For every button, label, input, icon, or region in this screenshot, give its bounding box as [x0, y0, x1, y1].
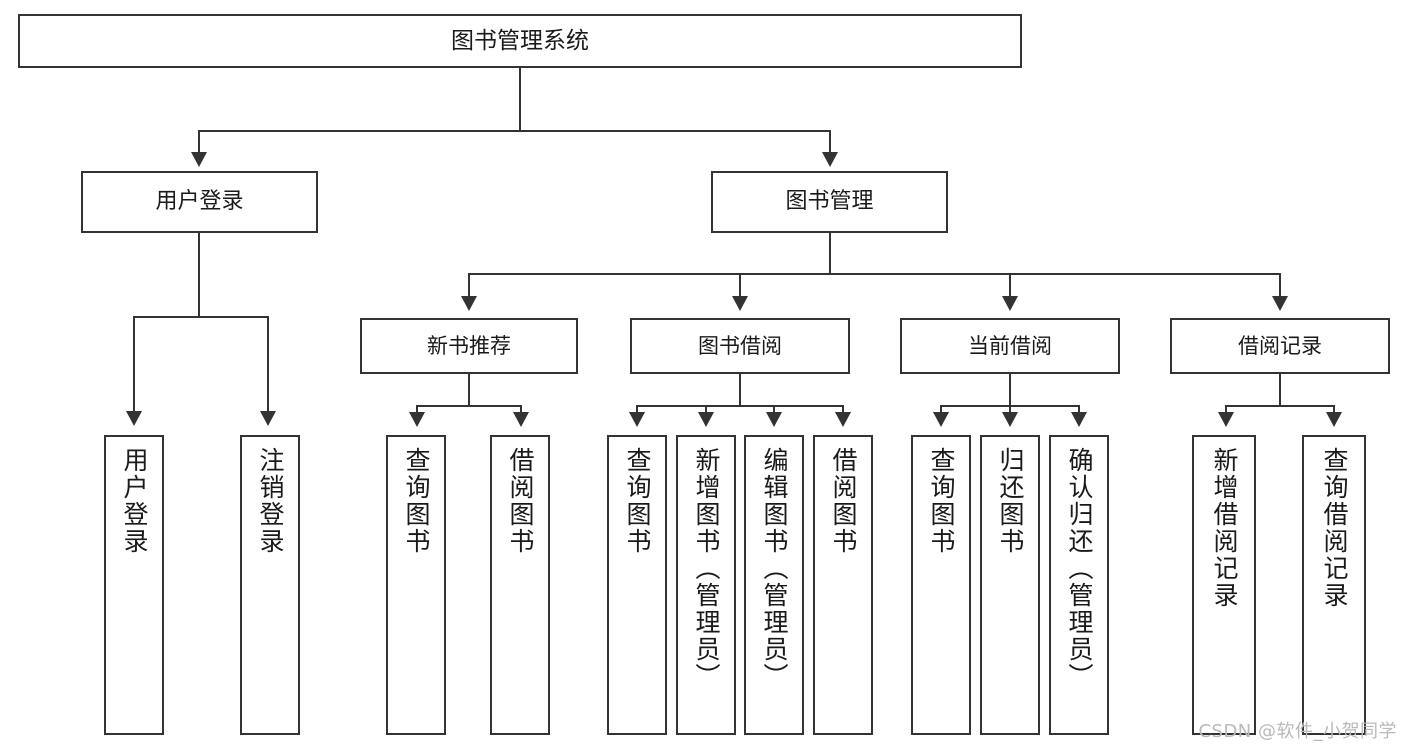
node-label: 借阅记录	[1238, 333, 1322, 358]
connector-bm-to-borrow-record	[1279, 273, 1281, 299]
arrowhead-cb-to-leaf-1	[933, 412, 949, 427]
node-label: 查询借阅记录	[1320, 447, 1349, 609]
arrowhead-bm-to-book-borrow	[732, 296, 748, 311]
node-label: 查询图书	[402, 447, 431, 555]
arrowhead-bm-to-borrow-record	[1272, 296, 1288, 311]
arrowhead-br-to-leaf-2	[1326, 412, 1342, 427]
node-leaf-logout[interactable]: 注销登录	[240, 435, 300, 735]
connector-bb-to-leaf-1	[636, 405, 638, 415]
arrowhead-cb-to-leaf-3	[1071, 412, 1087, 427]
node-current-borrowing[interactable]: 当前借阅	[900, 318, 1120, 374]
node-book-borrowing[interactable]: 图书借阅	[630, 318, 850, 374]
arrowhead-bm-to-new-book	[461, 296, 477, 311]
connector-user-login-to-leaf-1	[133, 316, 135, 414]
node-label: 借阅图书	[506, 447, 535, 555]
node-leaf-add-borrow-record[interactable]: 新增借阅记录	[1192, 435, 1256, 735]
node-label: 图书管理	[785, 189, 874, 215]
connector-borrow-record-trunk	[1279, 374, 1281, 406]
connector-book-borrow-trunk	[739, 374, 741, 406]
node-user-login[interactable]: 用户登录	[81, 171, 318, 233]
node-book-management[interactable]: 图书管理	[711, 171, 948, 233]
csdn-watermark: CSDN @软件_小贺同学	[1198, 721, 1397, 742]
arrowhead-user-login-to-leaf-2	[260, 411, 276, 426]
arrowhead-root-to-user-login	[191, 152, 207, 167]
connector-bm-to-new-book	[468, 273, 470, 299]
connector-br-to-leaf-2	[1333, 405, 1335, 415]
connector-cb-to-leaf-1	[940, 405, 942, 415]
arrowhead-bb-to-leaf-4	[835, 412, 851, 427]
connector-bb-to-leaf-2	[705, 405, 707, 415]
node-leaf-borrow-book-borrowing[interactable]: 借阅图书	[813, 435, 873, 735]
connector-root-to-book-management	[829, 130, 831, 155]
arrowhead-bb-to-leaf-1	[629, 412, 645, 427]
node-leaf-confirm-return-admin[interactable]: 确认归还（管理员）	[1049, 435, 1109, 735]
connector-user-login-split-bar	[133, 316, 269, 318]
node-label: 用户登录	[120, 447, 149, 555]
connector-new-book-to-leaf-2	[520, 405, 522, 415]
arrowhead-new-book-to-leaf-1	[409, 412, 425, 427]
node-leaf-query-book-current[interactable]: 查询图书	[911, 435, 971, 735]
node-label: 查询图书	[623, 447, 652, 555]
node-label: 确认归还（管理员）	[1065, 447, 1094, 690]
node-leaf-query-borrow-record[interactable]: 查询借阅记录	[1302, 435, 1366, 735]
node-label: 当前借阅	[968, 333, 1052, 358]
connector-root-to-user-login	[198, 130, 200, 155]
node-label: 新增借阅记录	[1210, 447, 1239, 609]
arrowhead-bb-to-leaf-2	[698, 412, 714, 427]
node-label: 查询图书	[927, 447, 956, 555]
connector-br-to-leaf-1	[1225, 405, 1227, 415]
node-label: 借阅图书	[829, 447, 858, 555]
connector-cb-to-leaf-3	[1078, 405, 1080, 415]
arrowhead-cb-to-leaf-2	[1002, 412, 1018, 427]
arrowhead-root-to-book-management	[822, 152, 838, 167]
connector-user-login-trunk	[198, 233, 200, 317]
node-label: 注销登录	[256, 447, 285, 555]
connector-current-borrow-trunk	[1009, 374, 1011, 406]
node-new-book-recommendation[interactable]: 新书推荐	[360, 318, 578, 374]
node-leaf-return-book[interactable]: 归还图书	[980, 435, 1040, 735]
node-leaf-query-book-borrowing[interactable]: 查询图书	[607, 435, 667, 735]
node-label: 归还图书	[996, 447, 1025, 555]
connector-new-book-to-leaf-1	[416, 405, 418, 415]
arrowhead-new-book-to-leaf-2	[513, 412, 529, 427]
arrowhead-bb-to-leaf-3	[766, 412, 782, 427]
node-label: 编辑图书（管理员）	[760, 447, 789, 690]
connector-bm-to-current-borrow	[1009, 273, 1011, 299]
node-borrowing-record[interactable]: 借阅记录	[1170, 318, 1390, 374]
connector-root-trunk	[519, 68, 521, 130]
connector-new-book-trunk	[468, 374, 470, 406]
node-leaf-add-book-admin[interactable]: 新增图书（管理员）	[676, 435, 736, 735]
node-leaf-edit-book-admin[interactable]: 编辑图书（管理员）	[744, 435, 804, 735]
connector-new-book-split-bar	[416, 405, 522, 407]
node-label: 新书推荐	[427, 333, 511, 358]
connector-bb-to-leaf-3	[773, 405, 775, 415]
node-label: 图书借阅	[698, 333, 782, 358]
node-label: 图书管理系统	[451, 27, 589, 54]
node-label: 用户登录	[155, 189, 244, 215]
connector-bm-to-book-borrow	[739, 273, 741, 299]
node-leaf-query-book-recommend[interactable]: 查询图书	[386, 435, 446, 735]
node-label: 新增图书（管理员）	[692, 447, 721, 690]
connector-root-split-bar	[198, 130, 831, 132]
connector-borrow-record-split-bar	[1225, 405, 1335, 407]
connector-user-login-to-leaf-2	[267, 316, 269, 414]
arrowhead-bm-to-current-borrow	[1002, 296, 1018, 311]
arrowhead-user-login-to-leaf-1	[126, 411, 142, 426]
connector-book-management-trunk	[829, 233, 831, 274]
connector-cb-to-leaf-2	[1009, 405, 1011, 415]
node-root-book-management-system[interactable]: 图书管理系统	[18, 14, 1022, 68]
connector-book-management-split-bar	[468, 273, 1280, 275]
connector-bb-to-leaf-4	[842, 405, 844, 415]
node-leaf-borrow-book-recommend[interactable]: 借阅图书	[490, 435, 550, 735]
node-leaf-user-login[interactable]: 用户登录	[104, 435, 164, 735]
arrowhead-br-to-leaf-1	[1218, 412, 1234, 427]
connector-book-borrow-split-bar	[636, 405, 844, 407]
